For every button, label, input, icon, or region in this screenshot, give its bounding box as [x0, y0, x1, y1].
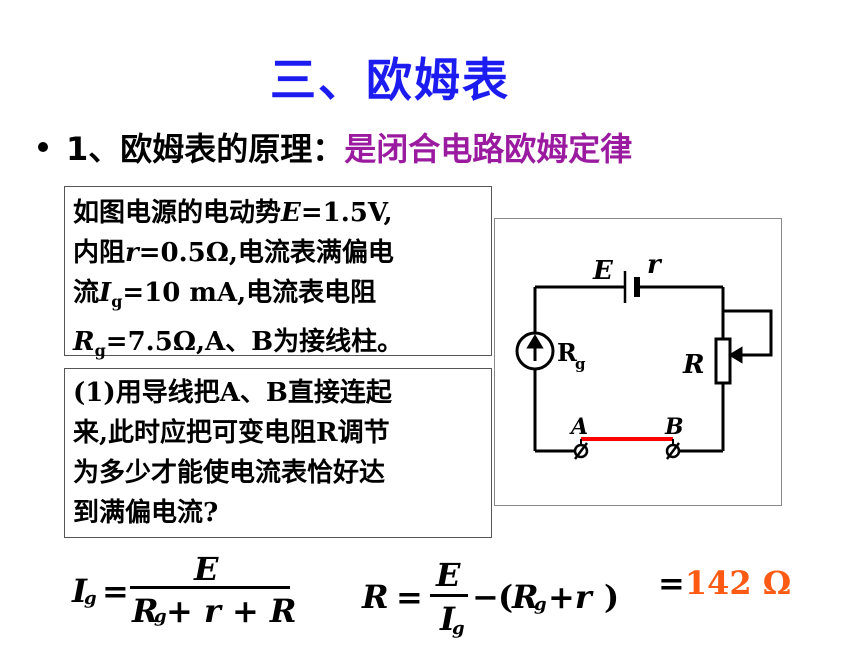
f2-equals: = — [396, 578, 423, 616]
f1-fraction-bar — [130, 586, 290, 589]
question-line-4: 到满偏电流? — [73, 498, 219, 528]
label-internal-r: r — [647, 250, 663, 280]
meter-resistance-symbol: R — [73, 327, 95, 357]
f2-paren-close: ) — [604, 578, 620, 616]
bullet-dot — [38, 142, 48, 152]
given-line-2: 内阻r=0.5Ω,电流表满偏电 — [73, 233, 483, 273]
question-line-1: (1)用导线把A、B直接连起 — [73, 378, 392, 408]
given-text: 流 — [73, 278, 100, 308]
f2-paren-open: ( — [498, 578, 514, 616]
emf-symbol: E — [281, 198, 301, 228]
label-terminal-b: B — [664, 414, 684, 440]
meter-resistance-subscript: g — [94, 341, 106, 360]
terminal-b-slash — [666, 442, 680, 460]
current-value: =10 mA,电流表电阻 — [122, 278, 377, 308]
f2-den-sub: g — [452, 618, 465, 639]
f1-numerator: E — [194, 550, 219, 588]
f2-p-r: R — [512, 578, 539, 616]
terminal-a-slash — [574, 442, 588, 460]
f2-numerator: E — [436, 556, 461, 594]
f2-minus: − — [472, 578, 499, 616]
given-line-1: 如图电源的电动势E=1.5V, — [73, 193, 483, 233]
result-equals: = — [658, 564, 685, 602]
question-box: (1)用导线把A、B直接连起 来,此时应把可变电阻R调节 为多少才能使电流表恰好… — [64, 368, 492, 538]
f1-den-r: R — [132, 592, 159, 630]
circuit-diagram: E r R A B R g — [494, 218, 782, 506]
question-line-2: 来,此时应把可变电阻R调节 — [73, 418, 390, 448]
given-text: 如图电源的电动势 — [73, 198, 282, 228]
current-symbol: I — [99, 278, 112, 308]
ammeter-needle-head — [526, 334, 544, 349]
rheostat-body — [714, 337, 732, 385]
answer-result: =142 Ω — [658, 564, 791, 602]
given-conditions-box: 如图电源的电动势E=1.5V, 内阻r=0.5Ω,电流表满偏电 流Ig=10 m… — [64, 186, 492, 360]
f1-den-sub: g — [154, 606, 167, 627]
label-ammeter-sub: g — [575, 355, 586, 373]
result-value: 142 Ω — [684, 564, 792, 602]
current-subscript: g — [111, 292, 123, 311]
f1-den-rest: + r + R — [166, 592, 297, 630]
internal-resistance-value: =0.5Ω,电流表满偏电 — [138, 238, 394, 268]
circuit-svg: E r R A B R g — [515, 250, 773, 460]
given-text: 内阻 — [73, 238, 126, 268]
slide-title: 三、欧姆表 — [270, 53, 510, 107]
rheostat-arrow — [728, 346, 743, 364]
internal-resistance-symbol: r — [125, 238, 139, 268]
emf-value: =1.5V, — [300, 198, 393, 228]
given-line-3: 流Ig=10 mA,电流表电阻 — [73, 273, 483, 322]
label-ammeter: R — [557, 338, 578, 367]
f2-p-sub: g — [534, 594, 547, 615]
principle-bullet: 1、欧姆表的原理：是闭合电路欧姆定律 — [38, 124, 632, 170]
meter-resistance-value: =7.5Ω,A、B为接线柱。 — [105, 327, 404, 357]
rheostat-slider-wire — [723, 309, 773, 357]
question-line-3: 为多少才能使电流表恰好达 — [73, 458, 386, 488]
principle-prefix: 1、欧姆表的原理： — [66, 130, 345, 168]
f1-lhs: I — [72, 572, 87, 610]
given-line-4: Rg=7.5Ω,A、B为接线柱。 — [73, 322, 483, 371]
f1-equals: = — [102, 572, 129, 610]
label-terminal-a: A — [569, 414, 588, 440]
f2-lhs: R — [362, 578, 389, 616]
f2-denominator: I — [440, 600, 455, 638]
f2-fraction-bar — [430, 594, 468, 597]
label-emf: E — [592, 256, 614, 286]
principle-highlight: 是闭合电路欧姆定律 — [344, 130, 633, 168]
label-rheostat: R — [682, 350, 705, 380]
f1-lhs-sub: g — [84, 588, 97, 609]
f2-p-rest: +r — [548, 578, 592, 616]
